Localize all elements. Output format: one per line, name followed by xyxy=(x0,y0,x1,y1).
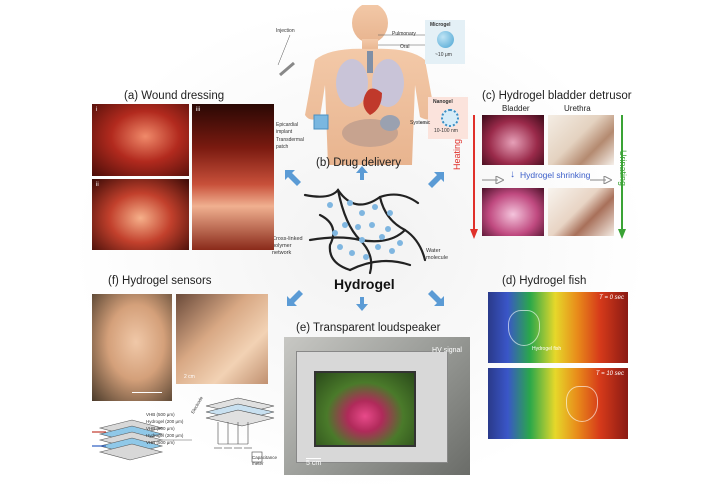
arrow-up-left xyxy=(285,170,301,191)
capacitance-meter-label: Capacitance meter xyxy=(252,455,278,466)
hydrogel-network-diagram xyxy=(300,185,430,275)
loudspeaker-scale-label: 5 cm xyxy=(306,458,322,467)
layer-stack-diagram xyxy=(92,410,192,466)
heating-label: Heating xyxy=(452,138,462,170)
layer-label: Hydrogel (200 μm) xyxy=(146,433,184,438)
label-pulmonary: Pulmonary xyxy=(392,31,416,37)
arrow-up-right xyxy=(428,172,444,193)
panel-e-title: (e) Transparent loudspeaker xyxy=(296,322,441,334)
urethra-photo-after xyxy=(548,188,614,236)
drug-delivery-figure xyxy=(270,3,470,165)
label-polymer-network: Cross-linked polymer network xyxy=(272,236,303,256)
label-injection: Injection xyxy=(276,28,295,34)
panel-c-title: (c) Hydrogel bladder detrusor xyxy=(482,90,632,102)
label-epicardial: Epicardial implant xyxy=(276,122,298,135)
wound-photo-iii: iii xyxy=(192,104,274,250)
wound-photo-ii: ii xyxy=(92,179,189,250)
urethra-photo-before xyxy=(548,115,614,165)
human-body-illustration xyxy=(277,3,445,165)
panel-f-title: (f) Hydrogel sensors xyxy=(108,275,212,287)
shrinking-label: Hydrogel shrinking xyxy=(520,170,591,180)
layer-labels: VHB (500 μm) Hydrogel (200 μm) VHB (500 … xyxy=(146,411,183,446)
fish-t10-label: T = 10 sec xyxy=(595,371,624,377)
tag-iii: iii xyxy=(196,107,200,113)
sensor-hand-photo: 2 cm xyxy=(176,294,268,384)
fish-photo-t0: T = 0 sec Hydrogel fish xyxy=(488,292,628,363)
layer-label: VHB (500 μm) xyxy=(146,440,175,445)
tag-ii: ii xyxy=(96,182,99,188)
layer-label: VHB (500 μm) xyxy=(146,426,175,431)
bladder-photo-before xyxy=(482,115,544,165)
layer-label: VHB (500 μm) xyxy=(146,412,175,417)
panel-b-title: (b) Drug delivery xyxy=(316,157,401,169)
urinating-label: Urinating xyxy=(618,150,628,187)
label-water-molecule: Water molecule xyxy=(426,248,449,261)
label-oral: Oral xyxy=(400,44,410,50)
arrow-down-right xyxy=(428,290,444,311)
hydrogel-center-title: Hydrogel xyxy=(334,276,395,292)
nanogel-box: Nanogel 10-100 nm xyxy=(428,97,468,139)
microgel-box: Microgel ~10 μm xyxy=(425,20,465,64)
layer-label: Hydrogel (200 μm) xyxy=(146,419,184,424)
wound-photo-i: i xyxy=(92,104,189,176)
label-systemic: Systemic xyxy=(410,120,431,126)
hv-signal-label: HV signal xyxy=(432,347,462,354)
microgel-size: ~10 μm xyxy=(435,52,452,58)
sensor-scale-label: 2 cm xyxy=(184,374,195,380)
video-frame xyxy=(314,371,416,447)
fish-label: Hydrogel fish xyxy=(532,346,562,352)
urethra-label: Urethra xyxy=(564,104,591,113)
sensor-finger-photo xyxy=(92,294,172,401)
fish-icon-moved xyxy=(566,386,598,422)
microgel-sphere-icon xyxy=(437,31,454,48)
bladder-photo-after xyxy=(482,188,544,236)
microgel-label: Microgel xyxy=(430,22,451,28)
fish-icon xyxy=(508,310,540,346)
arrow-down-left xyxy=(287,290,303,311)
shrinking-down-arrow-icon: ↓ xyxy=(510,169,515,180)
shrinking-arrow-left xyxy=(482,171,506,189)
nanogel-size: 10-100 nm xyxy=(434,128,458,134)
nanogel-label: Nanogel xyxy=(433,99,453,105)
shrinking-arrow-right xyxy=(590,171,614,189)
capacitance-diagram xyxy=(198,392,278,472)
label-transdermal: Transdermal patch xyxy=(276,137,304,150)
urinating-arrow xyxy=(618,115,626,245)
panel-d-title: (d) Hydrogel fish xyxy=(502,275,587,287)
bladder-label: Bladder xyxy=(502,104,530,113)
arrow-up xyxy=(356,166,368,185)
heating-arrow xyxy=(470,115,478,245)
polymer-network-illustration xyxy=(303,188,427,275)
fish-t0-label: T = 0 sec xyxy=(599,295,624,301)
sensor-scale-bar xyxy=(132,392,162,393)
arrow-down xyxy=(356,297,368,316)
fish-photo-t10: T = 10 sec xyxy=(488,368,628,439)
nanogel-sphere-icon xyxy=(441,109,459,127)
tag-i: i xyxy=(96,107,98,113)
panel-a-title: (a) Wound dressing xyxy=(124,90,225,102)
loudspeaker-photo: HV signal 5 cm xyxy=(284,337,470,475)
